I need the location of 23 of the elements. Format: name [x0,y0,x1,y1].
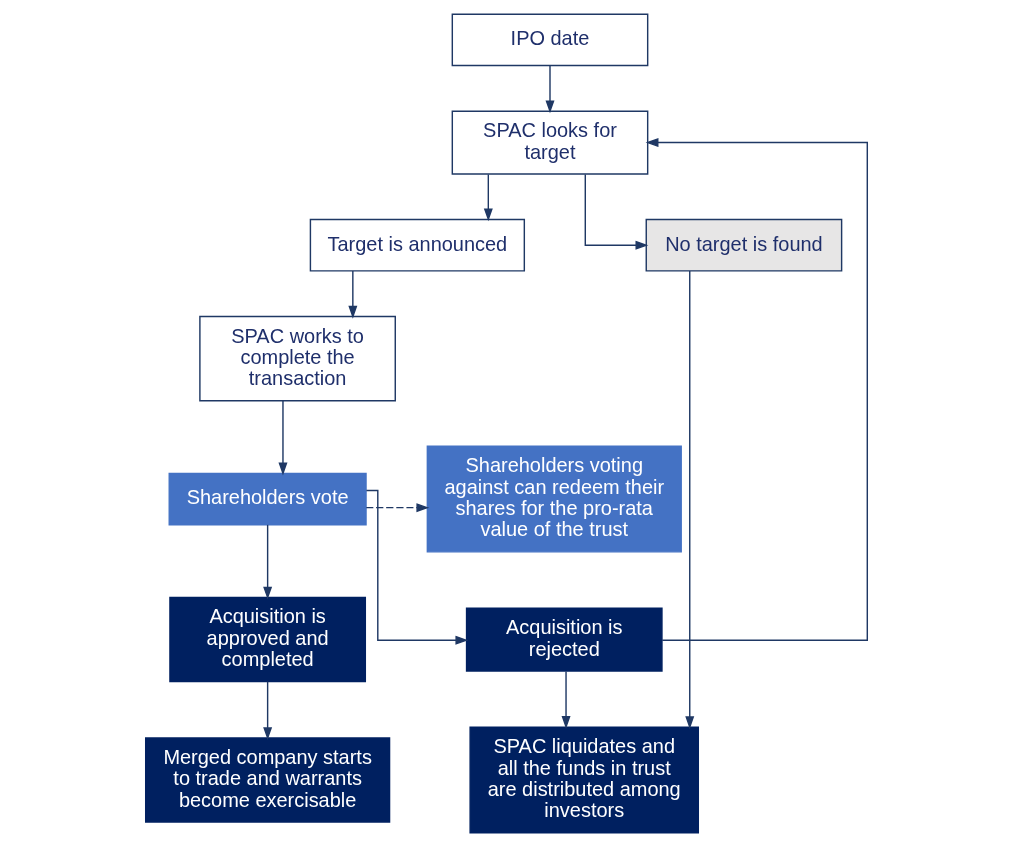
node-box: SPAC liquidates and all the funds in trust are distributed among investors [468,726,699,834]
arrow [347,270,357,319]
arrow [365,489,468,645]
node-box: Shareholders vote [168,472,367,526]
arrow [584,173,648,250]
arrow [262,680,272,741]
arrow [684,270,694,730]
node-box: Acquisition is approved and completed [168,596,366,683]
arrow [545,65,554,114]
node-box: Merged company starts to trade and warrants become exercisable [144,737,390,823]
arrow [483,173,493,222]
node-box: No target is found [645,218,842,272]
node-box: SPAC looks for target [451,110,648,175]
node-box: Acquisition is rejected [465,607,663,672]
node-box: Target is announced [309,218,525,272]
arrow [262,524,272,600]
arrow [561,670,571,729]
node-box: Shareholders voting against can redeem their shares for the pro-rata value of the trust [426,445,682,553]
arrow [645,138,868,641]
node-box: IPO date [451,13,648,67]
arrow [365,503,429,513]
node-box: SPAC works to complete the transaction [198,315,396,402]
arrow [277,400,287,476]
